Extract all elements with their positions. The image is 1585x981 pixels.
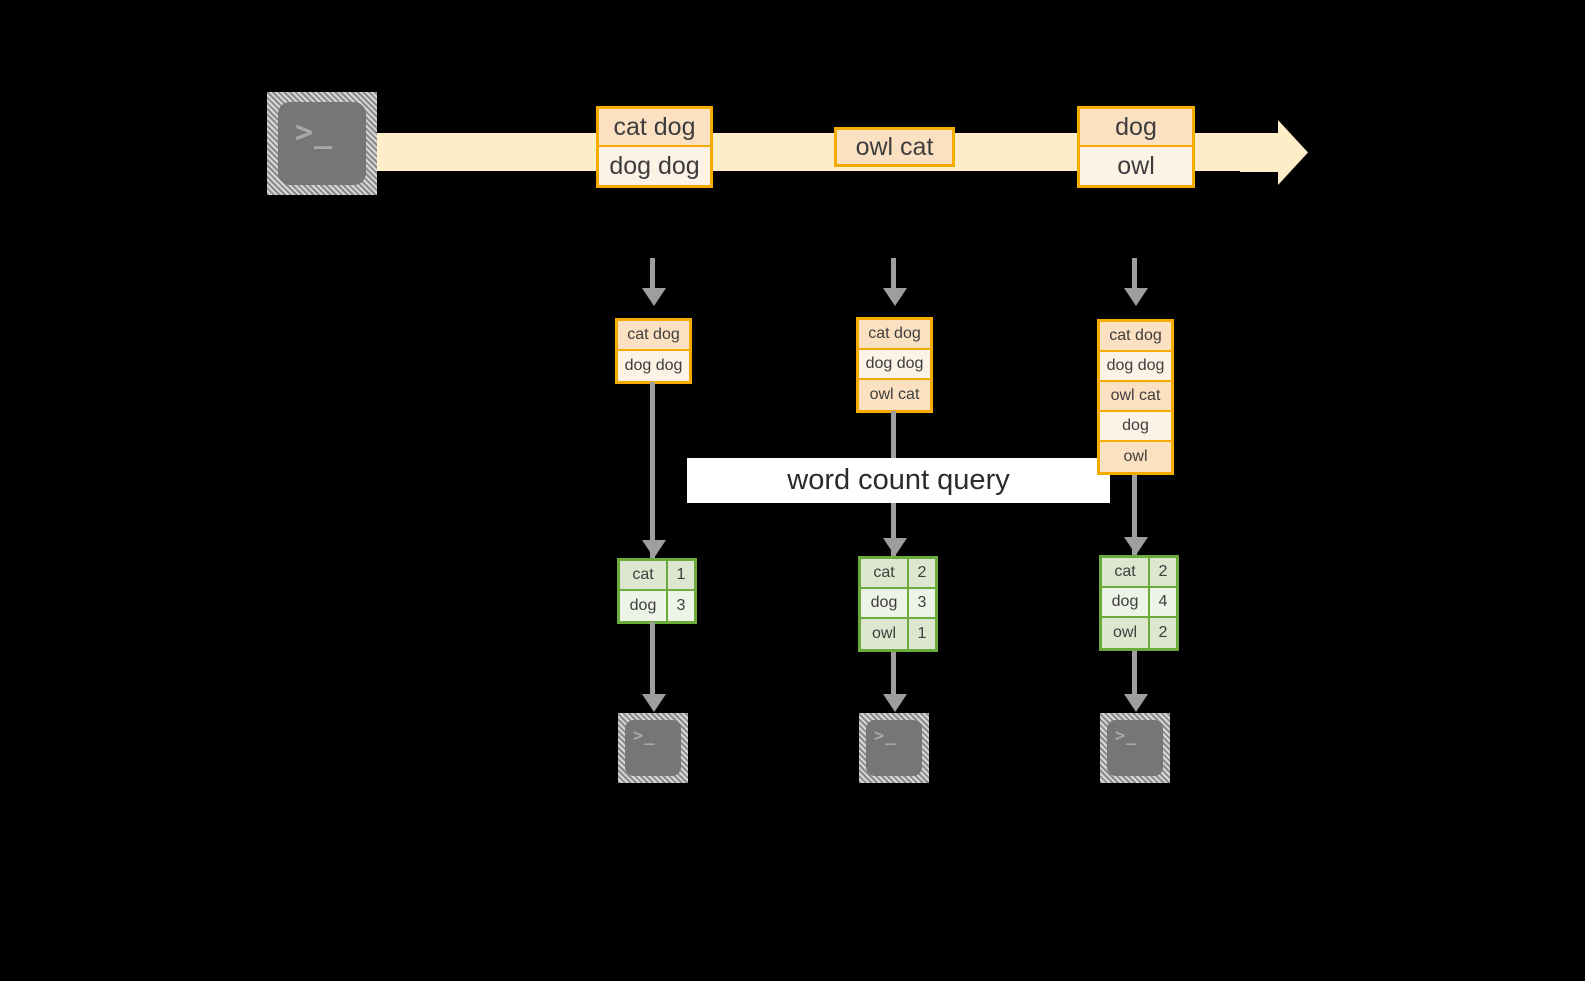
terminal-prompt-glyph: >_: [1115, 726, 1138, 746]
col2-result-table: cat 2 dog 3 owl 1: [858, 556, 938, 652]
stream-message-3-line-1: dog: [1080, 109, 1192, 147]
table-row: owl 2: [1102, 618, 1176, 648]
col2-inflow-arrowhead-icon: [883, 288, 907, 306]
col2-sink-terminal-icon: >_: [859, 713, 929, 783]
col1-row-1-word: cat: [620, 561, 668, 589]
col3-dashed-connector: [1132, 258, 1137, 290]
col3-accumulated-line-5: owl: [1100, 442, 1171, 472]
col3-accumulated-line-3: owl cat: [1100, 382, 1171, 412]
table-row: cat 1: [620, 561, 694, 591]
col2-row-2-word: dog: [861, 589, 909, 617]
col3-row-2-count: 4: [1150, 588, 1176, 616]
stream-message-3: dog owl: [1077, 106, 1195, 188]
terminal-prompt-glyph: >_: [295, 115, 334, 150]
table-row: dog 3: [861, 589, 935, 619]
col1-accumulated-box: cat dog dog dog: [615, 318, 692, 384]
source-terminal-icon: >_: [267, 92, 377, 195]
table-row: owl 1: [861, 619, 935, 649]
col1-query-connector: [650, 382, 655, 560]
stream-message-1: cat dog dog dog: [596, 106, 713, 188]
col1-sink-connector: [650, 622, 655, 698]
col1-accumulated-line-2: dog dog: [618, 351, 689, 381]
col1-accumulated-line-1: cat dog: [618, 321, 689, 351]
col3-inflow-arrowhead-icon: [1124, 288, 1148, 306]
col1-sink-terminal-icon: >_: [618, 713, 688, 783]
stream-message-2-line-1: owl cat: [837, 130, 952, 164]
col2-row-1-count: 2: [909, 559, 935, 587]
terminal-prompt-glyph: >_: [874, 726, 897, 746]
table-row: dog 4: [1102, 588, 1176, 618]
col2-accumulated-line-2: dog dog: [859, 350, 930, 380]
col3-row-2-word: dog: [1102, 588, 1150, 616]
table-row: dog 3: [620, 591, 694, 621]
col2-result-arrowhead-icon: [883, 538, 907, 556]
col3-sink-connector: [1132, 651, 1137, 698]
col1-sink-arrowhead-icon: [642, 694, 666, 712]
stream-message-1-line-2: dog dog: [599, 147, 710, 185]
col2-row-1-word: cat: [861, 559, 909, 587]
terminal-screen: [278, 102, 366, 185]
col3-accumulated-box-overlay: cat dog dog dog owl cat dog owl: [1097, 319, 1174, 475]
col2-row-3-count: 1: [909, 619, 935, 649]
col2-row-2-count: 3: [909, 589, 935, 617]
col3-row-1-word: cat: [1102, 558, 1150, 586]
col2-dashed-connector: [891, 258, 896, 290]
col1-result-table: cat 1 dog 3: [617, 558, 697, 624]
terminal-screen: [625, 720, 681, 776]
col1-row-2-count: 3: [668, 591, 694, 621]
table-row: cat 2: [1102, 558, 1176, 588]
stream-arrowhead-icon: [1240, 120, 1308, 185]
col3-accumulated-line-4: dog: [1100, 412, 1171, 442]
col3-result-table: cat 2 dog 4 owl 2: [1099, 555, 1179, 651]
col3-accumulated-line-1: cat dog: [1100, 322, 1171, 352]
col2-row-3-word: owl: [861, 619, 909, 649]
col3-row-3-count: 2: [1150, 618, 1176, 648]
stream-message-3-line-2: owl: [1080, 147, 1192, 185]
col3-query-connector: [1132, 475, 1137, 557]
col2-accumulated-box: cat dog dog dog owl cat: [856, 317, 933, 413]
col2-sink-connector: [891, 652, 896, 698]
stream-message-2: owl cat: [834, 127, 955, 167]
col3-accumulated-line-2: dog dog: [1100, 352, 1171, 382]
col3-row-3-word: owl: [1102, 618, 1150, 648]
col2-accumulated-line-1: cat dog: [859, 320, 930, 350]
col2-accumulated-line-3: owl cat: [859, 380, 930, 410]
table-row: cat 2: [861, 559, 935, 589]
terminal-prompt-glyph: >_: [633, 726, 656, 746]
col3-sink-arrowhead-icon: [1124, 694, 1148, 712]
col1-row-2-word: dog: [620, 591, 668, 621]
col3-result-arrowhead-icon: [1124, 537, 1148, 555]
query-banner: word count query: [687, 458, 1110, 503]
query-label: word count query: [787, 464, 1010, 496]
col1-row-1-count: 1: [668, 561, 694, 589]
terminal-screen: [866, 720, 922, 776]
stream-message-1-line-1: cat dog: [599, 109, 710, 147]
col3-sink-terminal-icon: >_: [1100, 713, 1170, 783]
col2-sink-arrowhead-icon: [883, 694, 907, 712]
col3-row-1-count: 2: [1150, 558, 1176, 586]
col1-inflow-arrowhead-icon: [642, 288, 666, 306]
col1-dashed-connector: [650, 258, 655, 290]
terminal-screen: [1107, 720, 1163, 776]
col1-result-arrowhead-icon: [642, 540, 666, 558]
